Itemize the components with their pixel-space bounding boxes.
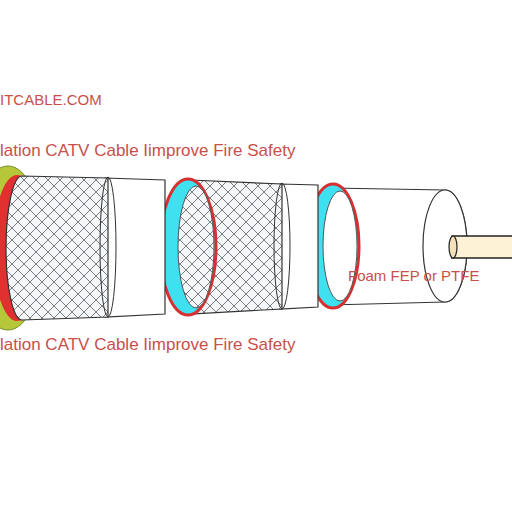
braid-edge bbox=[100, 177, 116, 317]
tape-layer bbox=[280, 184, 318, 309]
foam-ring-inner bbox=[323, 191, 357, 301]
braid-layer bbox=[6, 176, 108, 320]
conductor-end bbox=[449, 236, 457, 258]
foam-ring-inner bbox=[178, 186, 214, 308]
watermark-text: lation CATV Cable Iimprove Fire Safety bbox=[0, 141, 295, 161]
braid-edge bbox=[274, 183, 290, 309]
watermark-text: Foam FEP or PTFE bbox=[348, 267, 479, 284]
watermark-text: lation CATV Cable Iimprove Fire Safety bbox=[0, 335, 295, 355]
watermark-text: ITCABLE.COM bbox=[0, 91, 102, 108]
center-conductor bbox=[452, 236, 512, 258]
